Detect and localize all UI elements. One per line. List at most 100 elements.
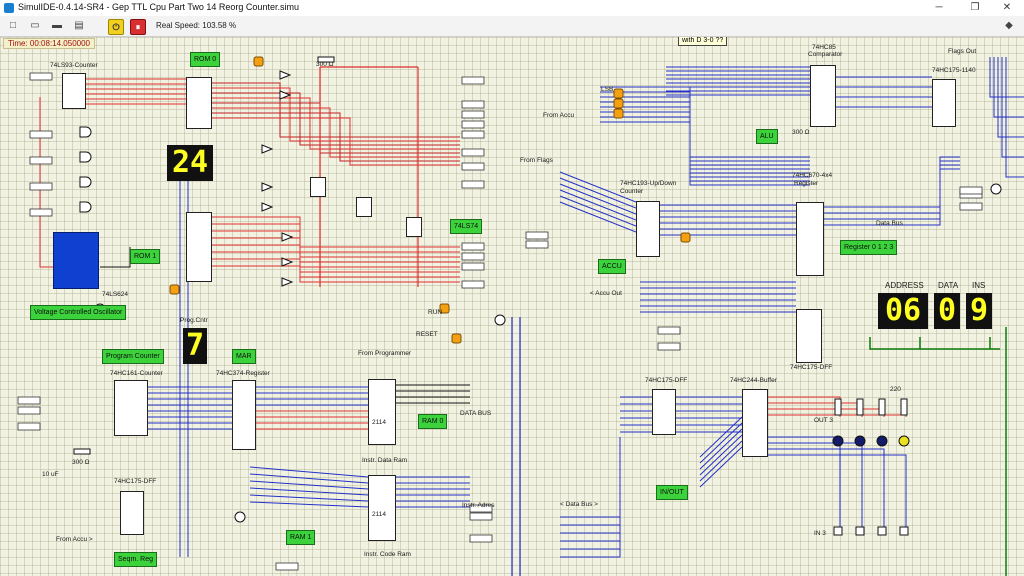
flags-out-label: Flags Out (948, 48, 977, 55)
wire (989, 57, 1024, 98)
push-button (253, 56, 264, 67)
wire (559, 183, 637, 215)
instr-adres-label: Instr. Adres (462, 502, 495, 509)
maximize-button[interactable]: ❐ (970, 2, 980, 13)
label-74hc175-1140: 74HC175-1140 (932, 67, 976, 74)
input-switch (899, 526, 909, 536)
wire (766, 454, 907, 527)
probe (234, 511, 246, 523)
net-tag (17, 422, 41, 431)
simulation-time: Time: 00:08:14.050000 (3, 38, 95, 49)
chip-2114-data[interactable] (368, 379, 396, 445)
wire (210, 265, 460, 283)
circuit-canvas[interactable]: Time: 00:08:14.050000 74LS93-Counter ROM… (0, 37, 1024, 576)
app-icon (4, 3, 14, 13)
flipflop-3[interactable] (406, 217, 422, 237)
inverter-gate (261, 182, 274, 192)
chip-74ls93[interactable] (62, 73, 86, 109)
wire (869, 337, 1000, 350)
net-tag (959, 186, 983, 195)
close-button[interactable]: ✕ (1002, 2, 1012, 13)
wire (822, 156, 960, 208)
vco-label: Voltage Controlled Oscillator (30, 305, 127, 320)
net-tag (461, 120, 485, 129)
resistor (834, 398, 842, 416)
toolbar: □ ▭ ▬ ▤ ⏻ ⏸ Real Speed: 103.58 % ◆ (0, 16, 1024, 37)
ram-2114-label-a: 2114 (372, 419, 386, 426)
chip-74hc85[interactable] (810, 65, 836, 127)
inverter-gate (279, 90, 292, 100)
flipflop-1[interactable] (310, 177, 326, 197)
chip-74hc670[interactable] (796, 202, 824, 276)
label-74hc244: 74HC244-Buffer (730, 377, 777, 384)
save-as-icon[interactable]: ▤ (74, 20, 84, 31)
label-74hc670: 74HC670-4x4 (792, 172, 833, 179)
chip-74hc175-a[interactable] (120, 491, 144, 535)
power-button[interactable]: ⏻ (108, 19, 124, 35)
comment-note[interactable]: with D 3-0 ?? (678, 37, 728, 46)
chip-74hc374[interactable] (232, 380, 256, 450)
wire (699, 434, 743, 476)
net-tag (29, 156, 53, 165)
lsb-label: LSB (601, 86, 614, 93)
resistor (856, 398, 864, 416)
flipflop-2[interactable] (356, 197, 372, 217)
wire (39, 97, 53, 268)
wire (766, 408, 885, 417)
from-programmer-label: From Programmer (358, 350, 412, 357)
chip-74hc193[interactable] (636, 201, 660, 257)
wire (600, 116, 810, 182)
chip-2114-code[interactable] (368, 475, 396, 541)
new-file-icon[interactable]: □ (9, 20, 17, 31)
label-74ls93: 74LS93-Counter (50, 62, 98, 69)
net-tag (275, 562, 299, 571)
resistor (878, 398, 886, 416)
pause-button[interactable]: ⏸ (130, 19, 146, 35)
chip-74hc161[interactable] (114, 380, 148, 436)
net-tag (461, 148, 485, 157)
probe (990, 183, 1002, 195)
wire (559, 195, 637, 227)
inverter-gate (261, 202, 274, 212)
rom1-label: ROM 1 (130, 249, 161, 264)
chip-rom0[interactable] (186, 77, 212, 129)
chip-74hc175-flags[interactable] (932, 79, 956, 127)
label-74ls624: 74LS624 (102, 291, 129, 298)
net-tag (461, 242, 485, 251)
databus-label-3: < Data Bus > (560, 501, 598, 508)
wire (1005, 57, 1024, 178)
net-tag (959, 202, 983, 211)
open-file-icon[interactable]: ▭ (30, 20, 40, 31)
inout-label: IN/OUT (656, 485, 688, 500)
wire (699, 440, 743, 482)
mar-label: MAR (232, 349, 256, 364)
input-switch (877, 526, 887, 536)
progcntr-7seg-display: 7 (183, 328, 207, 364)
run-label: RUN (428, 309, 443, 316)
window-title: SimulIDE-0.4.14-SR4 - Gep TTL Cpu Part T… (18, 2, 299, 12)
wire (249, 480, 369, 490)
save-icon[interactable]: ▬ (52, 20, 62, 31)
minimize-button[interactable]: ─ (935, 2, 943, 13)
wire (766, 448, 885, 527)
chip-74hc175-addr[interactable] (796, 309, 822, 363)
resistor-label-300c: 300 Ω (792, 129, 810, 136)
wire (560, 462, 621, 558)
wire (699, 422, 743, 464)
and-gate (79, 126, 92, 138)
data-7seg-display: 0 (934, 293, 960, 329)
inverter-gate (281, 232, 294, 242)
vco-chip[interactable] (53, 232, 99, 289)
from-accu-label-2: From Accu (543, 112, 575, 119)
chip-rom1[interactable] (186, 212, 212, 282)
wire (822, 164, 960, 220)
resistor-label-220: 220 (890, 386, 901, 393)
chip-74hc244[interactable] (742, 389, 768, 457)
counter-label: Counter (620, 188, 644, 195)
input-switch (855, 526, 865, 536)
data-title: DATA (938, 281, 959, 290)
settings-icon[interactable]: ◆ (1005, 20, 1013, 31)
ins-7seg-display: 9 (966, 293, 992, 329)
chip-74hc175-io[interactable] (652, 389, 676, 435)
from-flags-label: From Flags (520, 157, 553, 164)
